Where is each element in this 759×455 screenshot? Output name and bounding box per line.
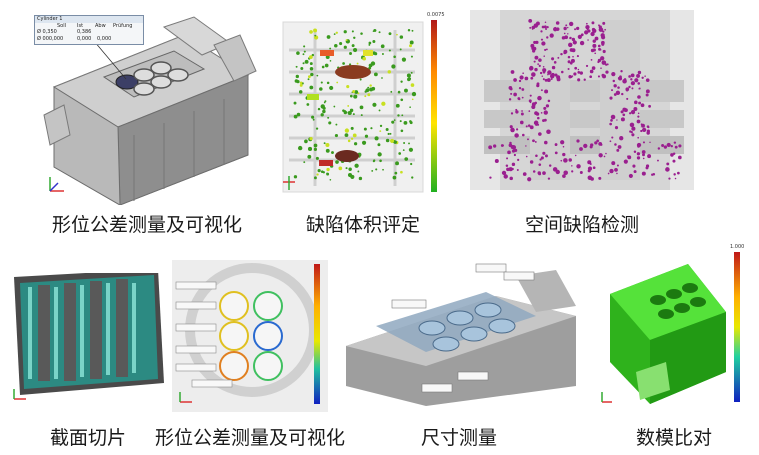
colorbar-top-label: 1.000 (730, 244, 745, 250)
cad-comparison-view (601, 252, 740, 404)
caption-void-detection: 空间缺陷检测 (524, 214, 639, 236)
box-title: Cylinder 1 (35, 16, 143, 23)
connector-3d-view (43, 16, 257, 205)
void-detection-view (470, 10, 694, 190)
box-row: Ø 0,350 0,386 (37, 29, 92, 35)
colorbar-top-label: 0.0075 (427, 12, 445, 18)
section-slice-view (8, 263, 168, 400)
defect-volume-view (282, 20, 437, 193)
axis-triad-icon (49, 177, 64, 192)
axis-triad-icon (179, 392, 192, 403)
cylinder-measurement-box: Cylinder 1 Soll Ist Abw Prüfung Ø 0,350 … (34, 15, 144, 45)
box-row: Ø 000,000 0,000 0,000 (37, 35, 112, 42)
box-headers: Soll Ist Abw Prüfung (57, 22, 133, 29)
defect-large (335, 65, 371, 79)
caption-form-tolerance-1: 形位公差测量及可视化 (51, 214, 242, 236)
colorbar (431, 20, 437, 192)
defect-large (335, 150, 359, 162)
caption-section-slice: 截面切片 (49, 427, 126, 449)
axis-triad-icon (601, 392, 612, 403)
void-cluster (488, 18, 682, 182)
panel-section-slice (8, 263, 168, 408)
axis-triad-icon (283, 176, 295, 190)
colorbar (734, 252, 740, 402)
panel-dimension-measurement (336, 256, 582, 406)
panel-form-tolerance-1: Cylinder 1 Soll Ist Abw Prüfung Ø 0,350 … (34, 5, 260, 205)
caption-cad-comparison: 数模比对 (635, 427, 712, 449)
caption-form-tolerance-2: 形位公差测量及可视化 (154, 427, 345, 449)
panel-void-detection (470, 10, 694, 190)
colorbar (314, 264, 320, 404)
dimension-measurement-view (346, 263, 576, 406)
caption-defect-volume: 缺陷体积评定 (305, 214, 420, 236)
axis-triad-icon (13, 389, 26, 400)
form-tolerance-top-view (172, 260, 328, 412)
caption-dimension-measurement: 尺寸测量 (420, 427, 497, 449)
panel-form-tolerance-2 (172, 260, 328, 412)
panel-cad-comparison: 1.000 (596, 242, 752, 412)
panel-defect-volume: 0.0075 (275, 10, 451, 200)
